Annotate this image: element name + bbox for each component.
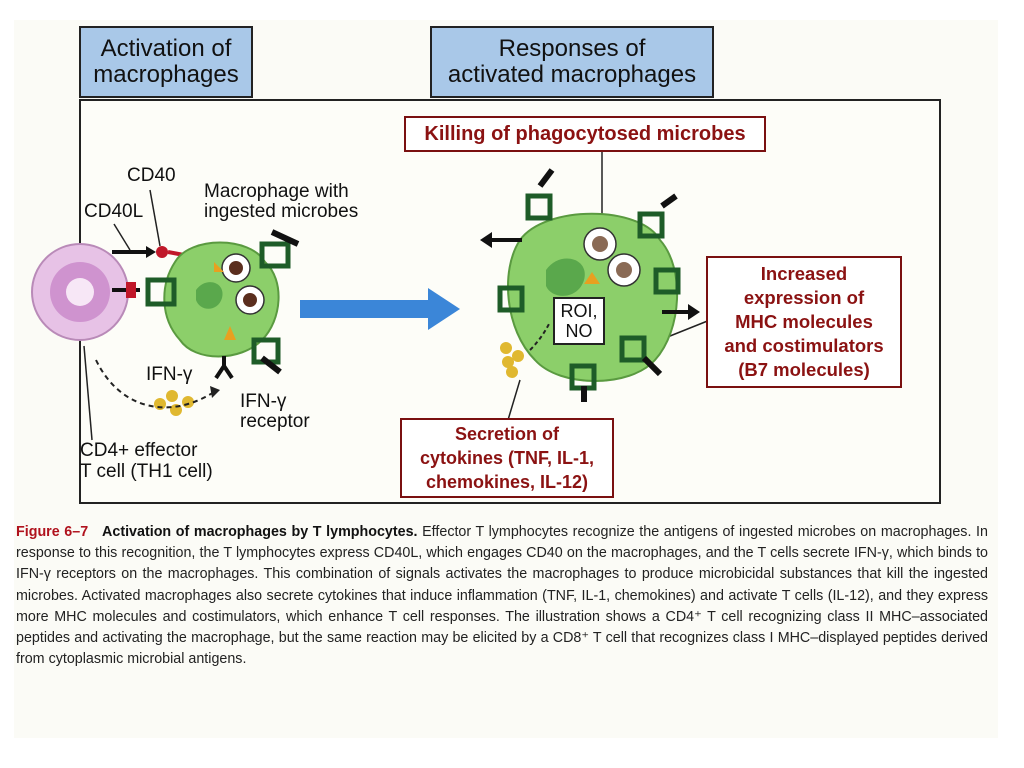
header-responses: Responses of activated macrophages: [430, 26, 714, 98]
box-killing: Killing of phagocytosed microbes: [404, 116, 766, 152]
label-cd40: CD40: [127, 165, 176, 186]
header-activation: Activation of macrophages: [79, 26, 253, 98]
caption-text: Effector T lymphocytes recognize the ant…: [16, 524, 988, 668]
macrophage-activated: [480, 168, 700, 402]
roi-no-box: ROI, NO: [553, 297, 605, 345]
figure-caption: Figure 6–7 Activation of macrophages by …: [16, 522, 988, 670]
macrophage-resting: [145, 229, 300, 380]
label-macrophage: Macrophage with ingested microbes: [204, 181, 359, 222]
label-cd40l: CD40L: [84, 201, 144, 222]
label-tcell-2: T cell (TH1 cell): [80, 461, 213, 482]
box-mhc-expression: Increased expression of MHC molecules an…: [706, 256, 902, 388]
activation-arrow: [300, 288, 460, 330]
caption-label: Figure 6–7: [16, 524, 89, 540]
label-ifn-receptor: IFN-γ receptor: [240, 391, 310, 432]
t-cell: [31, 243, 129, 341]
ifn-gamma-cytokines: [95, 359, 220, 416]
box-secretion: Secretion of cytokines (TNF, IL-1, chemo…: [400, 418, 614, 498]
label-tcell-1: CD4+ effector: [80, 440, 198, 461]
caption-title: Activation of macrophages by T lymphocyt…: [102, 524, 418, 540]
label-ifn-gamma: IFN-γ: [146, 364, 193, 385]
